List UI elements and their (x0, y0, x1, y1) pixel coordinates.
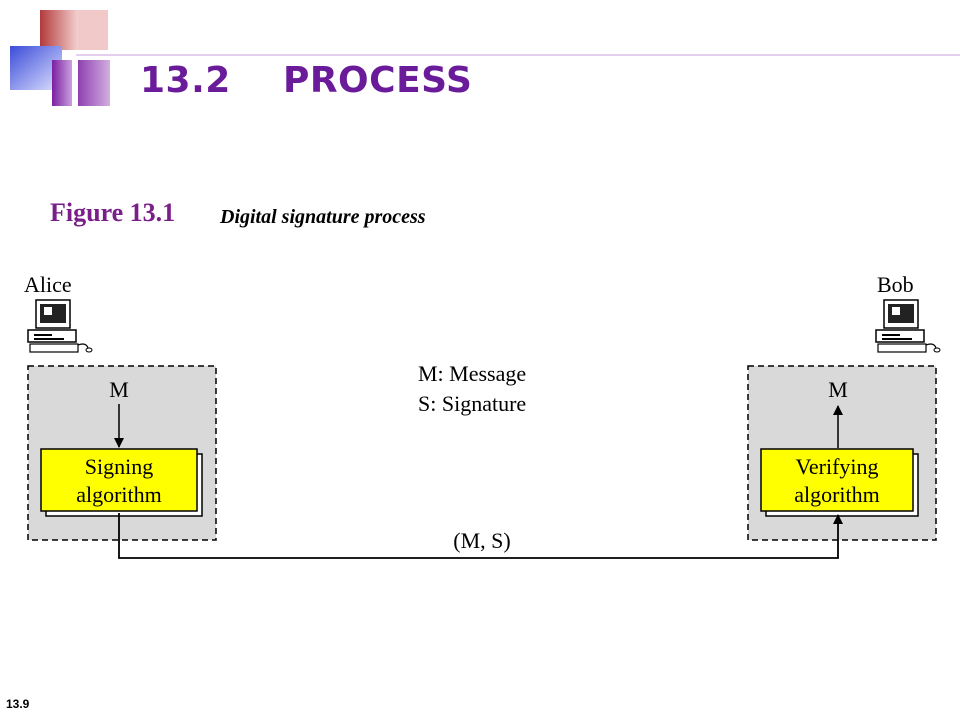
channel-line (118, 513, 839, 559)
verifying-label-line2: algorithm (794, 482, 880, 507)
figure-number: Figure 13.1 (50, 198, 176, 227)
logo-blocks (10, 10, 110, 106)
receiver-message-label: M (828, 377, 848, 402)
signing-algorithm-box (40, 448, 203, 517)
verifying-algorithm-box (760, 448, 919, 517)
legend-message: M: Message (418, 361, 526, 386)
sender-label: Alice (24, 272, 72, 297)
legend-signature: S: Signature (418, 391, 526, 416)
verifying-label-line1: Verifying (795, 454, 878, 479)
channel-label: (M, S) (453, 528, 510, 553)
figure-caption: Digital signature process (220, 206, 426, 228)
computer-icon (875, 299, 941, 353)
computer-icon (27, 299, 93, 353)
page-title: 13.2 PROCESS (140, 60, 473, 101)
signing-label-line1: Signing (85, 454, 153, 479)
signing-label-line2: algorithm (76, 482, 162, 507)
receiver-label: Bob (877, 272, 914, 297)
slide-number: 13.9 (6, 697, 30, 711)
sender-message-label: M (109, 377, 129, 402)
